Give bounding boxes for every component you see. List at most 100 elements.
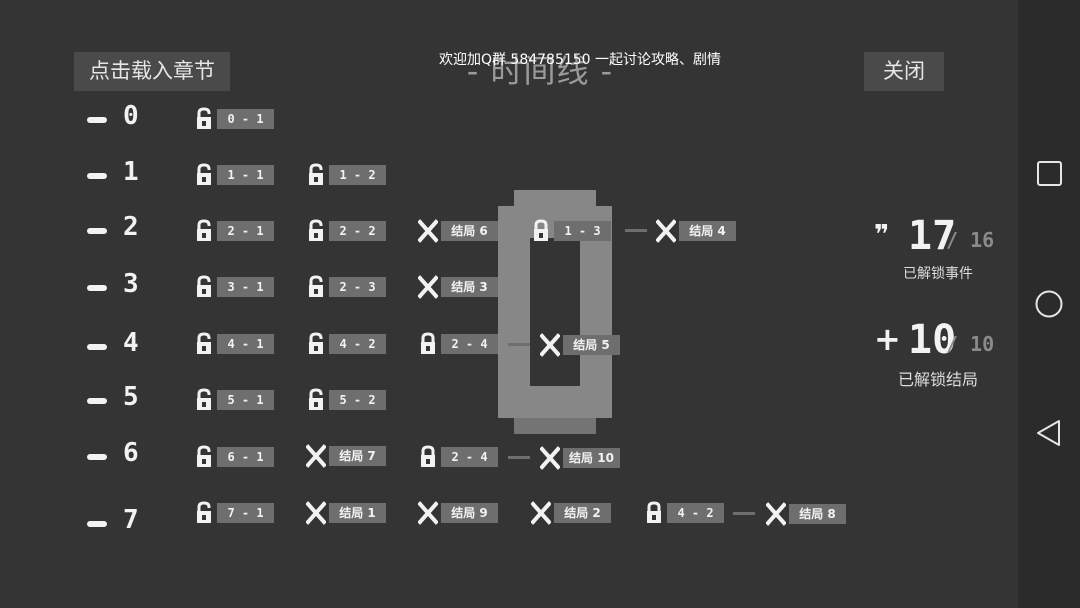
- events-total: / 16: [946, 228, 995, 252]
- endings-caption: 已解锁结局: [897, 370, 978, 389]
- unlocked-padlock-icon: [309, 219, 323, 241]
- node-label: 结局 1: [329, 503, 386, 523]
- row-number-text: 6: [123, 438, 139, 468]
- locked-padlock-icon: [647, 501, 661, 523]
- unlocked-padlock-icon: [197, 445, 211, 467]
- row-number-text: 2: [123, 212, 139, 242]
- row-dash: [87, 344, 107, 350]
- events-caption: 已解锁事件: [903, 266, 973, 282]
- row-number-5: 5: [87, 382, 147, 415]
- cross-icon: [531, 501, 551, 525]
- unlocked-padlock-icon: [309, 332, 323, 354]
- row-number-text: 7: [123, 505, 139, 535]
- locked-padlock-icon: [421, 445, 435, 467]
- node-label: 4 - 1: [217, 334, 274, 354]
- node-label: 结局 7: [329, 446, 386, 466]
- row-dash: [87, 173, 107, 179]
- row-dash: [87, 117, 107, 123]
- node-label: 3 - 1: [217, 277, 274, 297]
- close-button[interactable]: 关闭: [864, 52, 944, 91]
- cross-icon: [418, 219, 438, 243]
- cross-icon: [540, 333, 560, 357]
- cross-icon: [656, 219, 676, 243]
- unlocked-padlock-icon: [197, 219, 211, 241]
- row-dash: [87, 454, 107, 460]
- timeline-title: - 时间线 -: [466, 52, 614, 90]
- node-label: 结局 3: [441, 277, 498, 297]
- connector-line: [733, 512, 755, 515]
- row-dash: [87, 228, 107, 234]
- cross-icon: [766, 502, 786, 526]
- big-chapter-numeral: [498, 190, 612, 434]
- row-number-text: 5: [123, 382, 139, 412]
- node-label: 5 - 1: [217, 390, 274, 410]
- endings-unlocked-count: 10: [908, 317, 957, 363]
- row-dash: [87, 521, 107, 527]
- row-number-2: 2: [87, 212, 147, 245]
- row-number-3: 3: [87, 269, 147, 302]
- load-chapter-button[interactable]: 点击载入章节: [74, 52, 230, 91]
- row-number-text: 3: [123, 269, 139, 299]
- node-label: 2 - 4: [441, 447, 498, 467]
- node-label: 结局 4: [679, 221, 736, 241]
- connector-line: [625, 229, 647, 232]
- circle-icon[interactable]: [1034, 289, 1064, 319]
- node-label: 2 - 2: [329, 221, 386, 241]
- events-unlocked-count: 17: [908, 213, 957, 259]
- plus-icon: +: [874, 320, 901, 358]
- node-label: 2 - 1: [217, 221, 274, 241]
- node-label: 5 - 2: [329, 390, 386, 410]
- node-label: 结局 6: [441, 221, 498, 241]
- square-icon[interactable]: [1034, 159, 1064, 189]
- row-number-1: 1: [87, 157, 147, 190]
- node-label: 2 - 3: [329, 277, 386, 297]
- node-label: 4 - 2: [329, 334, 386, 354]
- node-label: 结局 10: [563, 448, 620, 468]
- unlocked-padlock-icon: [197, 275, 211, 297]
- row-number-6: 6: [87, 438, 147, 471]
- row-number-4: 4: [87, 328, 147, 361]
- node-label: 2 - 4: [441, 334, 498, 354]
- node-label: 结局 8: [789, 504, 846, 524]
- node-label: 结局 9: [441, 503, 498, 523]
- row-number-0: 0: [87, 101, 147, 134]
- endings-total: / 10: [946, 332, 995, 356]
- row-number-text: 4: [123, 328, 139, 358]
- unlocked-padlock-icon: [309, 275, 323, 297]
- game-screen: 点击载入章节 - 时间线 - 欢迎加Q群 584785150 一起讨论攻略、剧情…: [74, 52, 998, 538]
- events-stat: ❞ 17 / 16 已解锁事件: [868, 214, 998, 284]
- node-label: 1 - 3: [554, 221, 611, 241]
- node-label: 6 - 1: [217, 447, 274, 467]
- cross-icon: [418, 275, 438, 299]
- node-label: 4 - 2: [667, 503, 724, 523]
- locked-padlock-icon: [421, 332, 435, 354]
- locked-padlock-icon: [534, 219, 548, 241]
- unlocked-padlock-icon: [309, 388, 323, 410]
- unlocked-padlock-icon: [197, 501, 211, 523]
- cross-icon: [418, 501, 438, 525]
- system-navigation-bar: [1018, 0, 1080, 608]
- back-triangle-icon[interactable]: [1034, 418, 1064, 448]
- cross-icon: [306, 501, 326, 525]
- node-label: 0 - 1: [217, 109, 274, 129]
- unlocked-padlock-icon: [309, 163, 323, 185]
- row-number-7: 7: [87, 505, 147, 538]
- node-label: 1 - 2: [329, 165, 386, 185]
- endings-stat: + 10 / 10 已解锁结局: [868, 317, 998, 389]
- row-dash: [87, 398, 107, 404]
- connector-line: [508, 456, 530, 459]
- unlocked-padlock-icon: [197, 107, 211, 129]
- node-label: 结局 2: [554, 503, 611, 523]
- cross-icon: [540, 446, 560, 470]
- qq-group-notice: 欢迎加Q群 584785150 一起讨论攻略、剧情: [438, 52, 722, 68]
- node-label: 结局 5: [563, 335, 620, 355]
- node-label: 7 - 1: [217, 503, 274, 523]
- row-dash: [87, 285, 107, 291]
- cross-icon: [306, 444, 326, 468]
- row-number-text: 0: [123, 101, 139, 131]
- node-label: 1 - 1: [217, 165, 274, 185]
- unlocked-padlock-icon: [197, 163, 211, 185]
- row-number-text: 1: [123, 157, 139, 187]
- quote-icon: ❞: [874, 220, 890, 250]
- unlocked-padlock-icon: [197, 388, 211, 410]
